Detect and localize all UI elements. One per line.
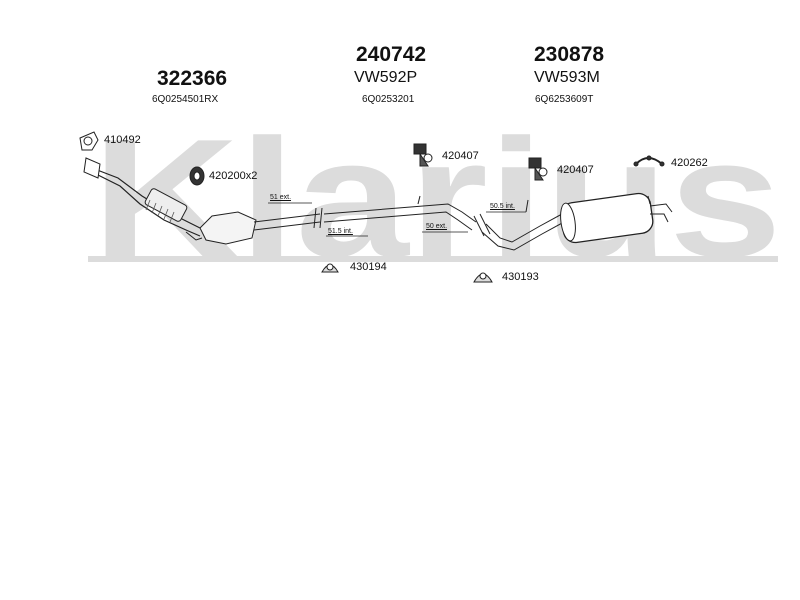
dimension-51-ext: 51 ext.: [270, 194, 292, 201]
tailpipe-upper: [649, 203, 673, 213]
front-flange: [83, 157, 101, 179]
section-rear-oem: 6Q6253609T: [535, 94, 594, 105]
tailpipe-lower: [650, 213, 669, 223]
section-middle-ref: VW592P: [354, 69, 418, 86]
part-label-clamp-front: 430194: [350, 261, 387, 273]
rear-hanger-pin: [525, 199, 529, 213]
rubber-hanger-icon: [189, 166, 205, 186]
catalytic-converter: [199, 211, 257, 245]
middle-hanger-pin: [417, 195, 421, 205]
section-middle-code: 240742: [356, 43, 427, 66]
dimension-51-5-int: 51.5 int.: [328, 228, 353, 235]
part-label-gasket: 410492: [104, 134, 141, 146]
part-label-hanger-mid: 420407: [442, 150, 479, 162]
flex-pipe-ribs: [145, 199, 175, 223]
part-label-hanger-x2: 420200x2: [209, 170, 258, 182]
part-label-hanger-rear: 420407: [557, 164, 594, 176]
joint-1-a: [313, 207, 317, 229]
watermark-underline: [88, 256, 778, 262]
part-label-clamp-rear: 430193: [502, 271, 539, 283]
middle-pipe-upper: [323, 203, 477, 223]
hanger-mount-icon-mid: [413, 143, 433, 167]
dimension-50-5-int: 50.5 int.: [490, 203, 515, 210]
section-middle-oem: 6Q0253201: [362, 94, 415, 105]
middle-pipe-lower: [323, 211, 473, 231]
front-downpipe: [91, 167, 201, 229]
gasket-icon: [79, 131, 99, 151]
pipe-front-lower: [253, 221, 321, 231]
section-rear-ref: VW593M: [534, 69, 600, 86]
clamp-icon-rear: [473, 272, 493, 283]
dimension-lines: [268, 202, 526, 237]
rear-pipe-upper: [485, 213, 563, 243]
pipe-front-upper: [253, 213, 321, 223]
section-front-oem: 6Q0254501RX: [152, 94, 219, 105]
clamp-icon-front: [321, 263, 339, 273]
catalyst-mount: [185, 231, 203, 241]
dimension-50-ext: 50 ext.: [426, 223, 448, 230]
flex-pipe: [144, 188, 188, 222]
joint-2-b: [479, 213, 491, 235]
part-label-bracket: 420262: [671, 157, 708, 169]
joint-1-b: [319, 207, 323, 229]
section-front-code: 322366: [157, 67, 228, 90]
hanger-mount-icon-rear: [528, 157, 548, 181]
rear-pipe-lower: [481, 221, 565, 251]
silencer-hanger-pin: [647, 195, 651, 205]
bracket-icon: [633, 155, 665, 167]
silencer-end-cap: [560, 202, 576, 242]
section-rear-code: 230878: [534, 43, 605, 66]
